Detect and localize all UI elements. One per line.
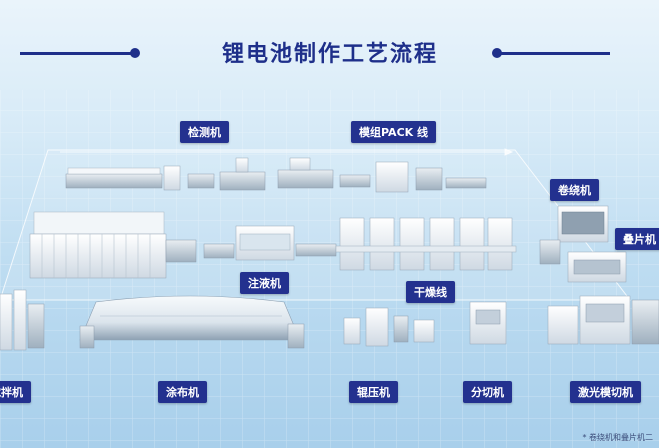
label-mixing: 搅拌机 (0, 381, 31, 403)
mixing-machines (0, 289, 45, 351)
label-rolling: 辊压机 (349, 381, 398, 403)
label-inspection: 检测机 (180, 121, 229, 143)
footnote: * 卷绕机和叠片机二 (582, 433, 653, 442)
module-pack-line (219, 157, 487, 193)
cabinet-bank (29, 211, 197, 279)
label-laser-die-cutting: 激光模切机 (570, 381, 641, 403)
title-left-dot (130, 48, 140, 58)
title-right-line (500, 52, 610, 55)
drying-line (335, 217, 517, 271)
label-drying: 干燥线 (406, 281, 455, 303)
rolling-machine (343, 307, 435, 347)
coating-machine (79, 295, 305, 349)
stacking-machine (539, 239, 627, 283)
injection-machine (203, 225, 337, 261)
label-slitting: 分切机 (463, 381, 512, 403)
title-left-line (20, 52, 132, 55)
label-coating: 涂布机 (158, 381, 207, 403)
label-winding: 卷绕机 (550, 179, 599, 201)
page-title: 锂电池制作工艺流程 (221, 42, 438, 67)
slitting-machine (469, 301, 507, 345)
laser-die-cutting-machine (547, 295, 659, 345)
label-stacking: 叠片机 (615, 228, 659, 250)
inspection-line (65, 165, 215, 191)
title-right-dot (492, 48, 502, 58)
winding-machine (557, 205, 609, 243)
label-injection: 注液机 (240, 272, 289, 294)
label-module-pack-line: 模组PACK 线 (351, 121, 436, 143)
